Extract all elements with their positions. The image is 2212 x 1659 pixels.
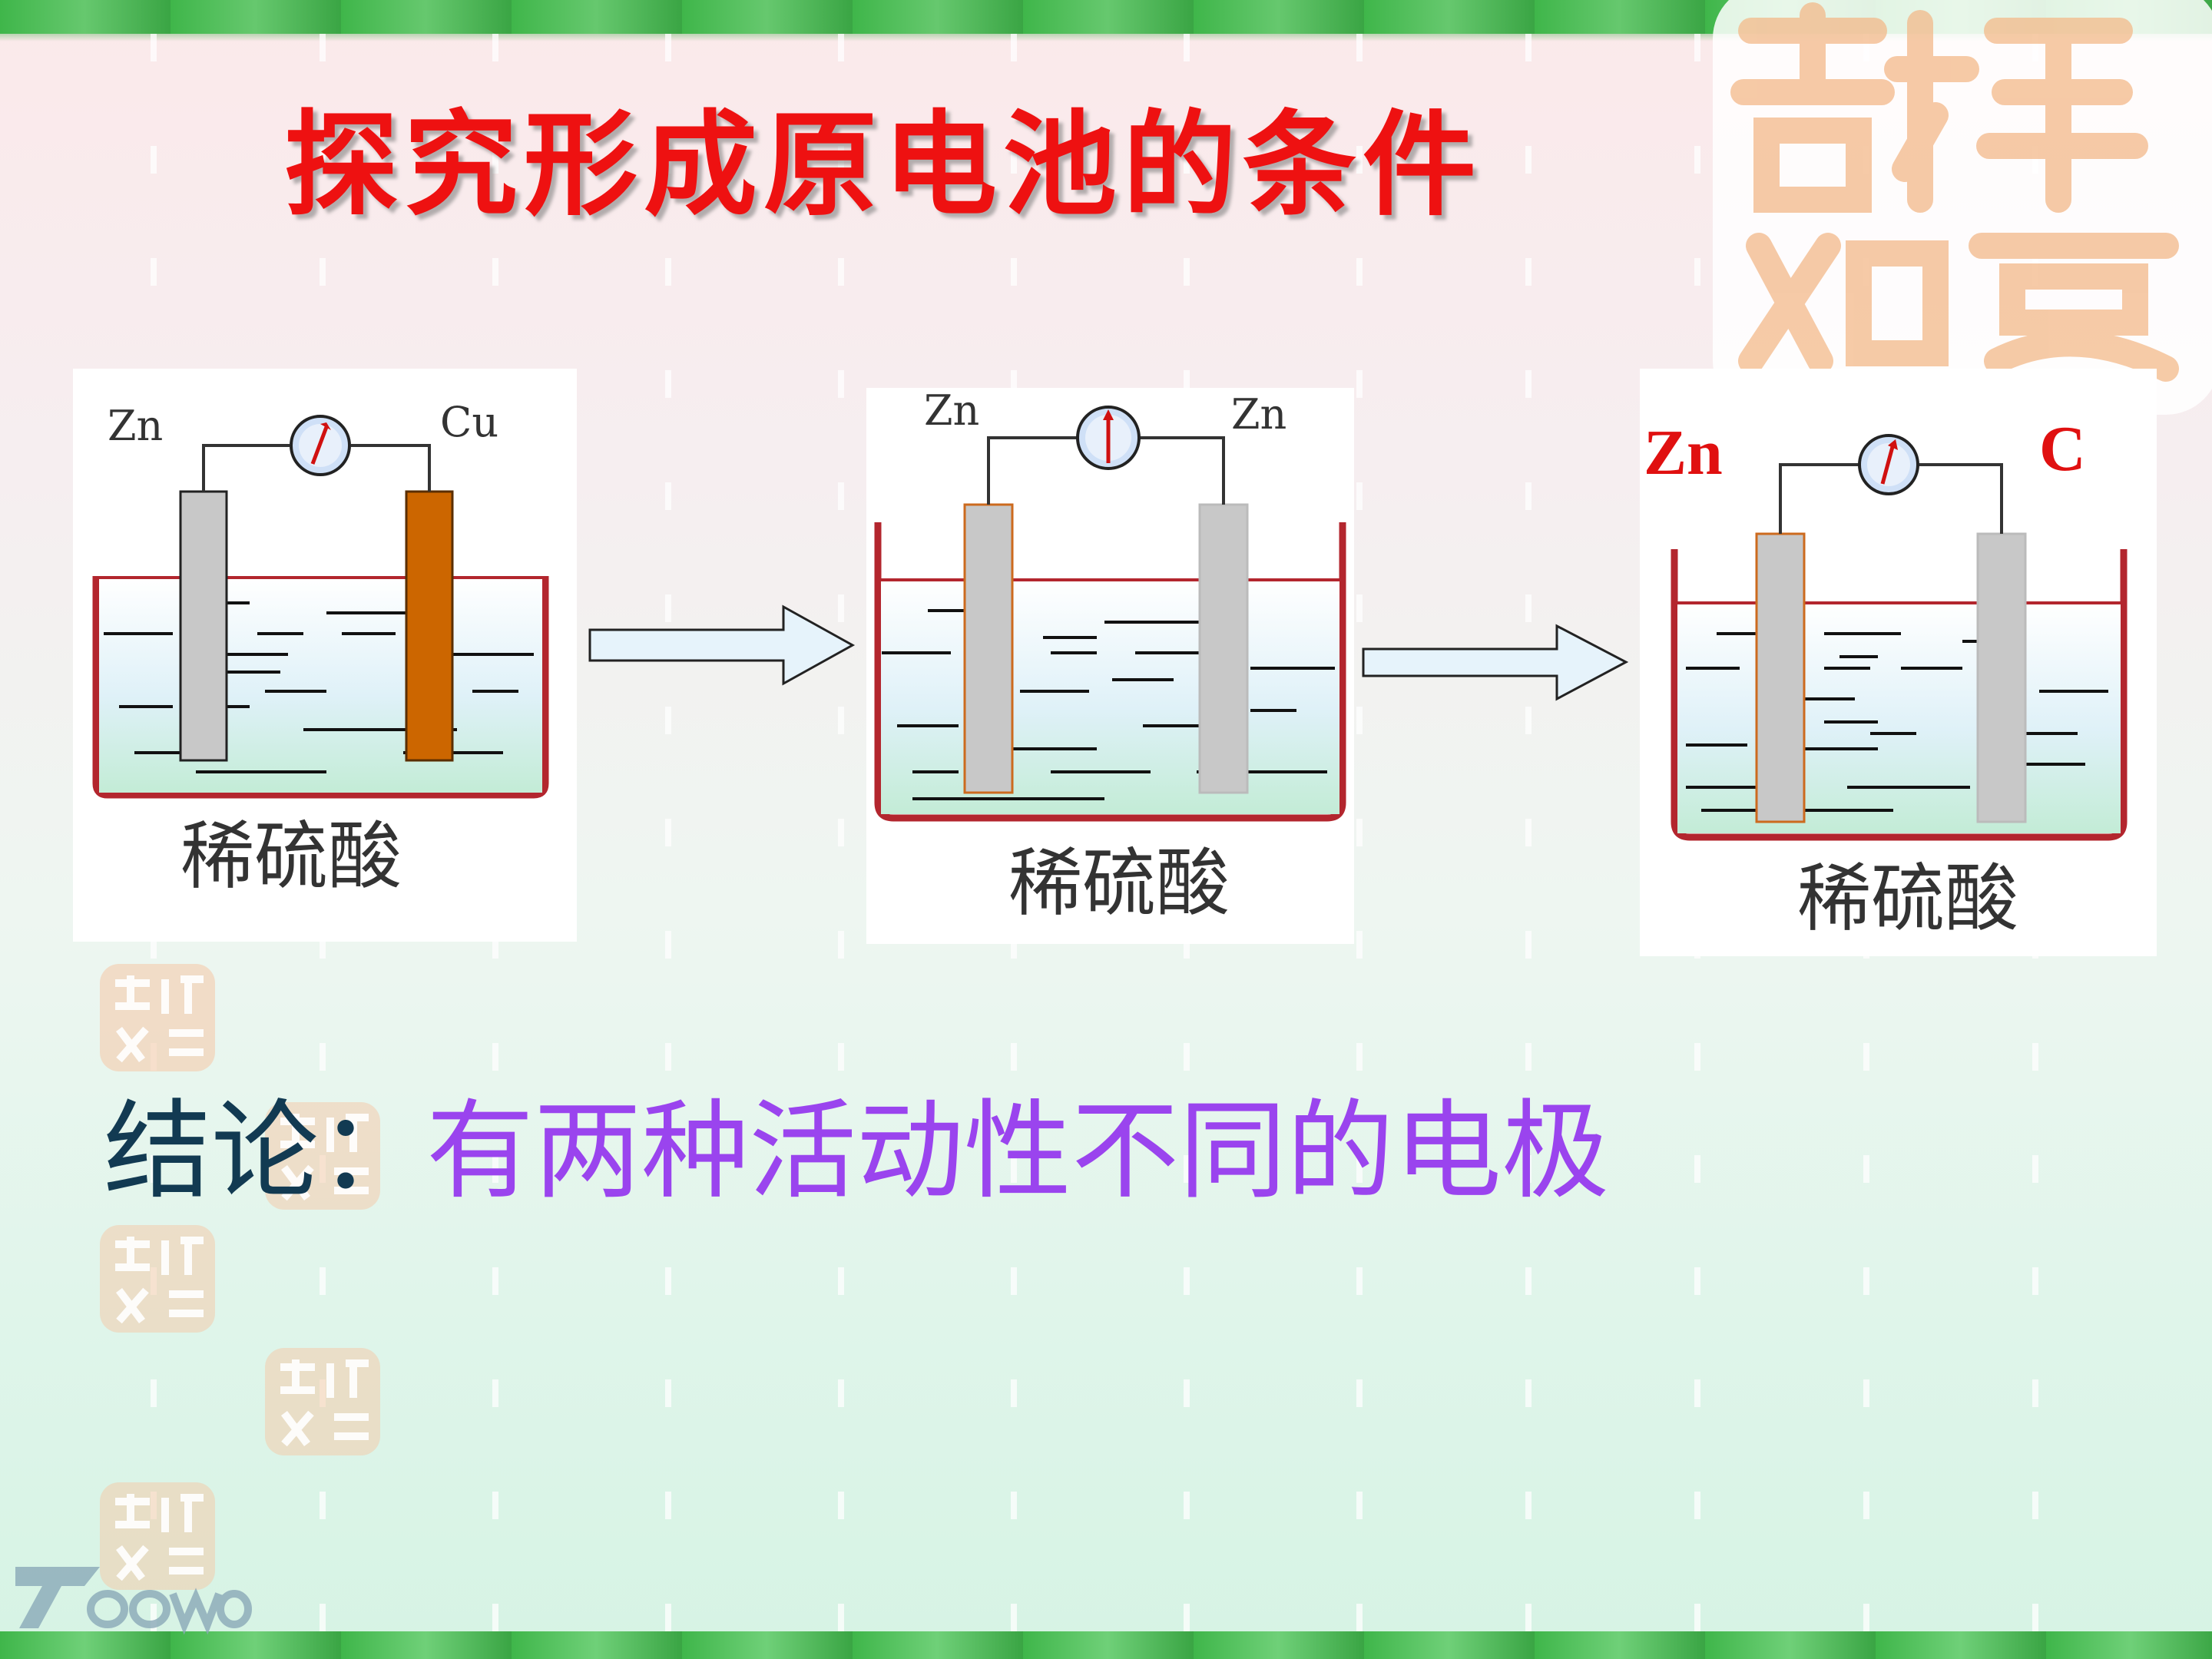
conclusion: 结论：有两种活动性不同的电极 <box>104 1083 1870 1221</box>
conclusion-label: 结论： <box>104 1089 427 1214</box>
seal-watermark-icon <box>1713 0 2212 415</box>
seal-watermark-icon <box>265 1348 380 1455</box>
cell-diagram <box>92 415 549 799</box>
seal-watermark-icon <box>100 964 215 1071</box>
arrow-right-icon <box>1362 624 1629 701</box>
experiment-panel-zn-c: Zn C 稀硫酸 <box>1640 369 2157 956</box>
slide-title: 探究形成原电池的条件 <box>284 99 1482 231</box>
electrolyte-label: 稀硫酸 <box>180 813 402 899</box>
galvanometer-icon <box>1076 406 1141 470</box>
cell-diagram <box>1671 434 2128 841</box>
experiment-panel-zn-zn: Zn Zn 稀硫酸 <box>866 388 1354 944</box>
right-electrode-label: Cu <box>440 398 499 446</box>
left-electrode-label: Zn <box>1644 417 1723 488</box>
right-electrode-label: Zn <box>1231 390 1287 439</box>
left-electrode-label: Zn <box>108 402 164 450</box>
cell-diagram <box>874 406 1346 822</box>
galvanometer-icon <box>1858 434 1919 495</box>
seal-watermark-icon <box>100 1225 215 1333</box>
experiment-panel-zn-cu: Zn Cu 稀硫酸 <box>73 369 577 942</box>
electrolyte-label: 稀硫酸 <box>1008 840 1230 926</box>
conclusion-text: 有两种活动性不同的电极 <box>426 1089 1610 1214</box>
seal-watermark-icon <box>265 1102 380 1210</box>
left-electrode-label: Zn <box>924 386 980 435</box>
teewon-logo-icon <box>15 1567 252 1635</box>
arrow-right-icon <box>588 604 856 686</box>
right-electrode-label: C <box>2039 413 2086 485</box>
electrolyte-label: 稀硫酸 <box>1797 856 2018 942</box>
galvanometer-icon <box>290 415 351 476</box>
seal-watermark-icon <box>100 1482 215 1590</box>
bottom-stripe <box>0 1631 2212 1659</box>
